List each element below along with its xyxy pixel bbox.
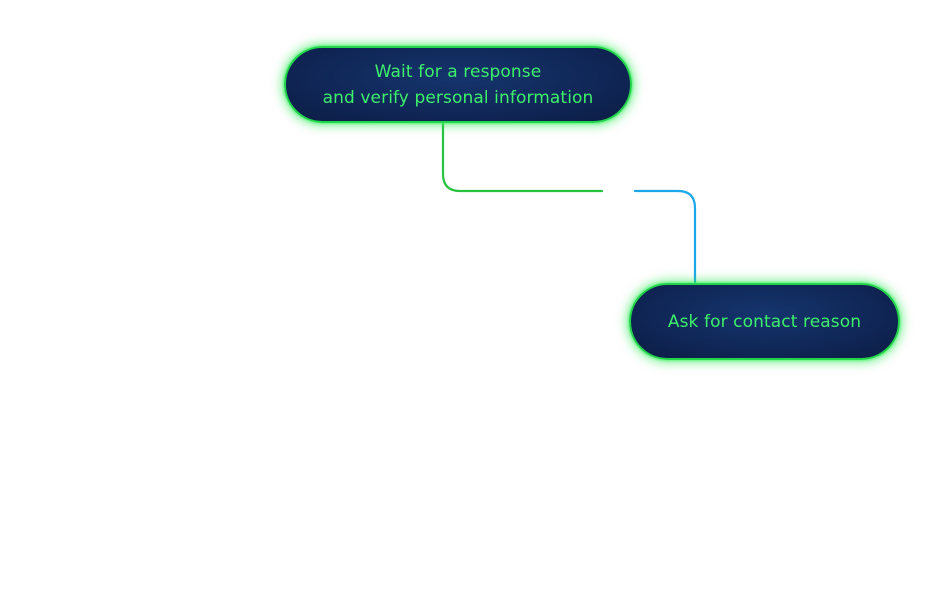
node-verify-label-line-1: Wait for a response [374,61,542,82]
node-verify-personal-information[interactable]: Wait for a response and verify personal … [284,46,632,123]
edge-verify-to-contact-source-segment [441,122,604,193]
node-ask-contact-reason[interactable]: Ask for contact reason [629,283,900,360]
node-contact-label-line-1: Ask for contact reason [667,311,862,332]
node-contact-label: Ask for contact reason [668,309,861,335]
node-verify-label-line-2: and verify personal information [322,87,594,108]
node-verify-label: Wait for a response and verify personal … [323,59,594,111]
edge-verify-to-contact-target-segment [633,189,697,284]
